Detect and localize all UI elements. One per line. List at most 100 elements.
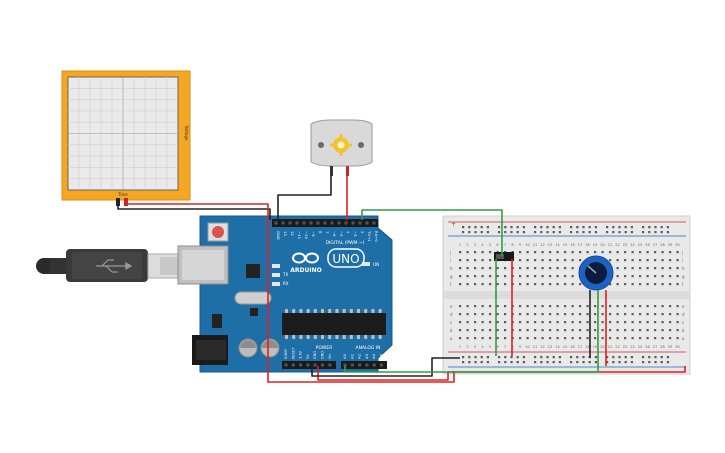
bb-row-label: d (682, 312, 685, 317)
bb-col-label: 29 (668, 243, 672, 247)
bb-col-label: 22 (615, 345, 619, 349)
oscilloscope-grid (68, 77, 178, 190)
bb-row-label: g (682, 274, 685, 279)
motor-terminal-positive[interactable] (346, 166, 349, 176)
microcontroller-chip (282, 313, 386, 335)
bb-row-label: h (682, 266, 685, 271)
bb-col-label: 19 (593, 345, 597, 349)
breadboard[interactable]: 1122334455667788991010111112121313141415… (442, 215, 691, 375)
digital-pin-label: 8 (318, 231, 323, 234)
rail-plus-top: + (451, 221, 456, 228)
bb-col-label: 9 (519, 345, 521, 349)
led-tx (272, 273, 280, 277)
digital-pin-label: TX→1 (367, 230, 372, 242)
analog-pin-label: A0 (342, 353, 347, 359)
dc-motor[interactable] (310, 119, 373, 176)
oscilloscope-x-label: Time (117, 192, 128, 197)
bb-col-label: 24 (630, 243, 635, 247)
digital-pin-label: ~3 (353, 231, 358, 237)
oscilloscope-pin-positive[interactable] (124, 198, 128, 206)
bb-col-label: 3 (474, 345, 476, 349)
tx-label: TX (282, 272, 288, 277)
bb-col-label: 13 (548, 345, 552, 349)
bb-col-label: 19 (593, 243, 597, 247)
analog-header[interactable] (341, 361, 387, 369)
power-pin-label: Vin (328, 353, 332, 359)
power-pin-label: 3.3V (299, 350, 303, 359)
bb-col-label: 21 (608, 243, 612, 247)
bb-col-label: 3 (474, 243, 476, 247)
wire-scope-red (125, 203, 455, 383)
bb-col-label: 29 (668, 345, 672, 349)
rx-label: RX (283, 281, 289, 286)
analog-pin-label: A5 (379, 353, 384, 359)
arduino-model: UNO (332, 252, 359, 266)
bb-row-label: e (682, 304, 685, 309)
motor-screw-left (318, 142, 324, 148)
bb-row-label: i (682, 258, 683, 263)
oscilloscope-pin-negative[interactable] (116, 198, 120, 206)
bb-row-label: c (450, 320, 452, 325)
digital-pin-label: ~5 (339, 231, 344, 237)
bb-col-label: 2 (466, 243, 468, 247)
bb-row-label: j (449, 250, 451, 255)
slide-switch-knob[interactable] (496, 254, 504, 259)
motor-terminal-negative[interactable] (330, 166, 333, 176)
bb-col-label: 10 (525, 243, 529, 247)
digital-pin-label: 12 (290, 231, 295, 236)
digital-pin-label: 7 (325, 231, 330, 234)
bb-row-label: d (450, 312, 453, 317)
digital-pin-label: ~10 (304, 231, 309, 240)
bb-col-label: 4 (481, 243, 484, 247)
wire-scope-black (117, 205, 271, 220)
bb-col-label: 8 (511, 243, 513, 247)
analog-pin-label: A4 (371, 353, 376, 359)
bb-col-label: 30 (675, 243, 679, 247)
analog-pin-label: A3 (364, 353, 369, 359)
power-pin-label: GND (313, 351, 317, 359)
bb-col-label: 28 (660, 243, 664, 247)
usb-icon (96, 259, 133, 273)
bb-col-label: 25 (638, 345, 642, 349)
wire-motor-black (277, 176, 332, 220)
bb-row-label: c (682, 320, 684, 325)
slide-switch[interactable] (494, 252, 514, 261)
arduino-brand: ARDUINO (290, 267, 321, 274)
digital-pin-label: ~9 (311, 231, 316, 237)
bb-row-label: a (450, 336, 453, 341)
bb-row-label: a (682, 336, 685, 341)
bb-row-label: h (450, 266, 453, 271)
reset-button[interactable] (212, 226, 224, 238)
bb-col-label: 15 (563, 243, 567, 247)
bb-col-label: 5 (489, 345, 491, 349)
bb-col-label: 22 (615, 243, 619, 247)
bb-row-label: b (682, 328, 685, 333)
analog-pin-label: A1 (349, 353, 354, 359)
wire-d5-green (361, 209, 503, 256)
usb-cable[interactable] (36, 249, 183, 282)
bb-col-label: 17 (578, 243, 582, 247)
power-label: POWER (316, 345, 333, 351)
bb-col-label: 27 (653, 345, 657, 349)
analog-in-label: ANALOG IN (355, 345, 380, 351)
bb-col-label: 6 (496, 243, 498, 247)
analog-pin-label: A2 (357, 353, 362, 359)
digital-pin-label: 2 (360, 231, 365, 234)
oscilloscope[interactable]: Time Voltage (61, 70, 191, 206)
power-pin-label: IOREF (284, 349, 288, 359)
bb-col-label: 14 (555, 345, 560, 349)
led-l (272, 264, 280, 268)
bb-col-label: 20 (600, 345, 604, 349)
bb-col-label: 14 (555, 243, 560, 247)
bb-col-label: 11 (533, 345, 537, 349)
usb-chip (246, 264, 260, 278)
digital-pin-label: ~6 (332, 231, 337, 237)
bb-col-label: 23 (623, 243, 627, 247)
potentiometer[interactable] (578, 255, 614, 291)
digital-pin-label: RX←0 (374, 231, 379, 242)
bb-col-label: 17 (578, 345, 582, 349)
bb-row-label: j (681, 250, 683, 255)
motor-screw-right (358, 142, 364, 148)
